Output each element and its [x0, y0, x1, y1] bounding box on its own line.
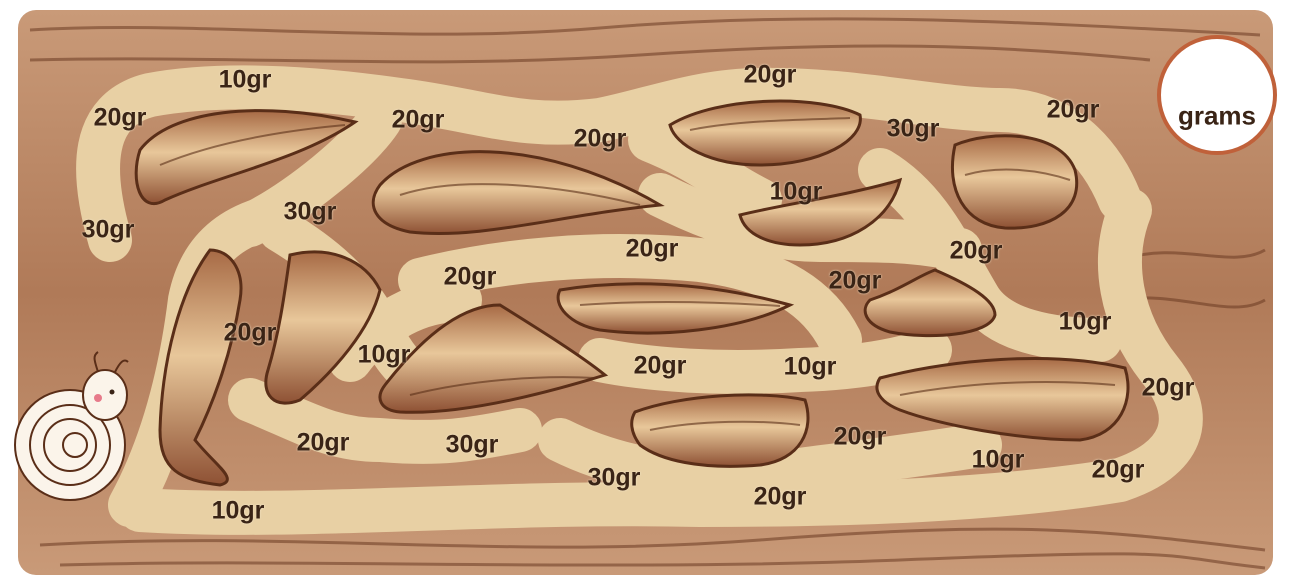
weight-label: 20gr — [834, 423, 887, 452]
weight-label: 30gr — [82, 216, 135, 245]
weight-label: 20gr — [1092, 456, 1145, 485]
weight-label: 10gr — [770, 178, 823, 207]
weight-label: 20gr — [224, 319, 277, 348]
weight-label: 30gr — [588, 464, 641, 493]
weight-label: 20gr — [1142, 374, 1195, 403]
weight-label: 10gr — [212, 497, 265, 526]
weight-label: 20gr — [626, 235, 679, 264]
weight-label: 20gr — [744, 61, 797, 90]
weight-label: 20gr — [574, 125, 627, 154]
goal-label: grams — [1178, 101, 1256, 132]
weight-label: 20gr — [829, 267, 882, 296]
weight-label: 10gr — [358, 341, 411, 370]
weight-label: 20gr — [444, 263, 497, 292]
weight-label: 20gr — [754, 483, 807, 512]
weight-label: 10gr — [784, 353, 837, 382]
goal-circle — [1159, 37, 1275, 153]
weight-label: 20gr — [950, 237, 1003, 266]
weight-label: 20gr — [94, 104, 147, 133]
weight-label: 30gr — [284, 198, 337, 227]
weight-label: 30gr — [446, 431, 499, 460]
weight-label: 20gr — [1047, 96, 1100, 125]
weight-label: 30gr — [887, 115, 940, 144]
weight-label: 10gr — [1059, 308, 1112, 337]
weight-label: 10gr — [972, 446, 1025, 475]
weight-label: 20gr — [634, 352, 687, 381]
weight-label: 20gr — [392, 106, 445, 135]
weight-label: 20gr — [297, 429, 350, 458]
weight-label: 10gr — [219, 66, 272, 95]
